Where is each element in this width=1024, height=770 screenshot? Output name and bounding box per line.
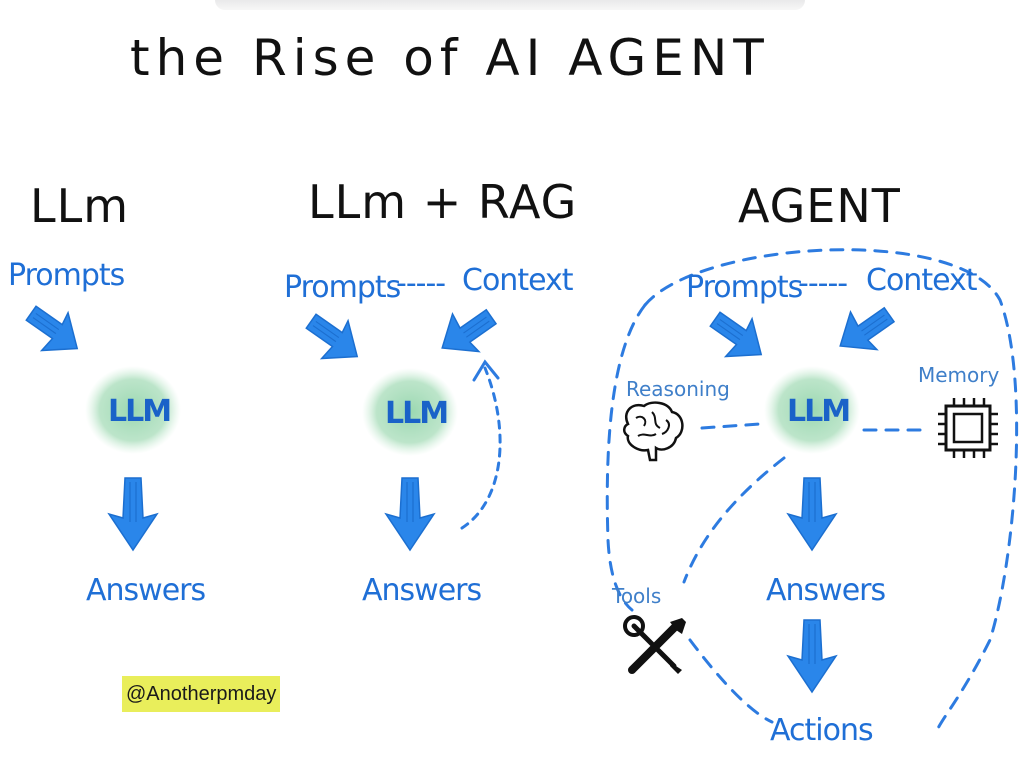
tools-label: Tools xyxy=(611,584,661,608)
col3-llm-blob xyxy=(764,366,860,454)
page-title: the Rise of AI AGENT xyxy=(130,29,770,87)
col3-connector: ----- xyxy=(798,266,847,301)
col2-answer-arrow xyxy=(385,477,435,551)
col1-answers-label: Answers xyxy=(86,573,205,608)
reasoning-connector xyxy=(700,422,762,430)
col3-actions-label: Actions xyxy=(770,713,873,748)
top-status-bar xyxy=(215,0,805,10)
col3-outer-loop-left xyxy=(605,303,647,612)
col3-context-label: Context xyxy=(866,263,978,298)
brain-icon xyxy=(623,401,684,462)
heading-agent: AGENT xyxy=(738,179,901,233)
col3-prompt-arrow xyxy=(700,300,776,374)
col2-prompt-arrow xyxy=(296,302,372,376)
col2-feedback-arrowhead xyxy=(472,359,500,382)
col3-answers-label: Answers xyxy=(766,573,885,608)
col2-feedback-loop xyxy=(460,366,502,530)
col1-prompt-arrow xyxy=(16,294,92,368)
reasoning-label: Reasoning xyxy=(626,377,730,401)
col1-llm-label: LLM xyxy=(108,394,170,429)
col1-prompts-label: Prompts xyxy=(8,258,125,293)
col2-llm-label: LLM xyxy=(385,396,447,431)
col2-answers-label: Answers xyxy=(362,573,481,608)
col3-answer-arrow xyxy=(787,477,837,551)
col3-llm-label: LLM xyxy=(787,394,849,429)
col3-action-arrow xyxy=(787,619,837,693)
memory-label: Memory xyxy=(918,363,1000,387)
col2-connector: ----- xyxy=(396,266,445,301)
col3-context-arrow xyxy=(826,293,903,367)
chip-icon xyxy=(938,398,998,458)
heading-llm: LLm xyxy=(30,179,129,233)
tools-to-actions xyxy=(688,638,774,724)
col2-llm-blob xyxy=(362,368,458,456)
col2-context-label: Context xyxy=(462,263,574,298)
tools-connector xyxy=(682,456,786,584)
col1-llm-blob xyxy=(85,366,181,454)
col2-prompts-label: Prompts xyxy=(284,270,401,305)
col1-answer-arrow xyxy=(108,477,158,551)
col2-context-arrow xyxy=(428,295,505,369)
credit-badge: @Anotherpmday xyxy=(122,676,281,712)
heading-llm-rag: LLm + RAG xyxy=(308,175,577,229)
col3-prompts-label: Prompts xyxy=(686,270,803,305)
tools-icon xyxy=(623,615,686,674)
